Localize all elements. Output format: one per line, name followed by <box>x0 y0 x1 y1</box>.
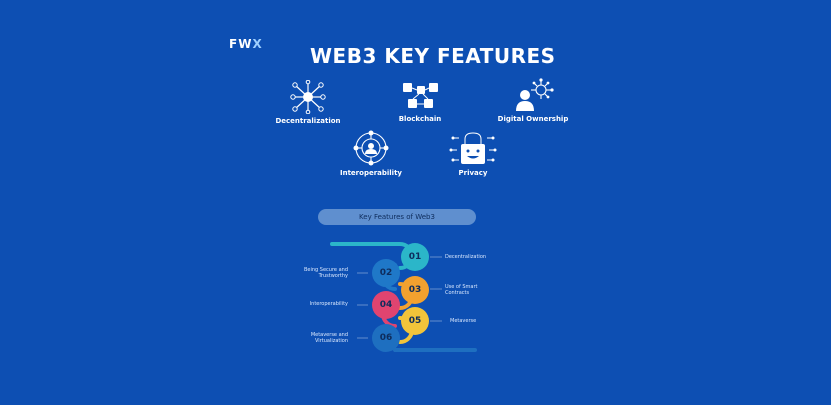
feature-label: Interoperability <box>340 169 402 177</box>
fwx-logo: FWX <box>229 37 263 51</box>
step-04-label: Interoperability <box>309 301 348 307</box>
digital-ownership-user-icon <box>516 78 554 111</box>
step-02-label: Being Secure and Trustworthy <box>303 267 348 279</box>
privacy-lock-icon <box>449 132 497 164</box>
feature-digital-ownership: Digital Ownership <box>473 78 593 123</box>
logo-text-a: FW <box>229 37 253 51</box>
key-features-pill: Key Features of Web3 <box>318 209 476 225</box>
feature-interoperability: Interoperability <box>311 130 431 177</box>
feature-label: Privacy <box>458 169 488 177</box>
blockchain-cubes-icon <box>403 83 438 108</box>
feature-blockchain: Blockchain <box>360 80 480 123</box>
feature-label: Digital Ownership <box>497 115 569 123</box>
step-05-circle: 05 <box>401 307 429 335</box>
step-03-circle: 03 <box>401 276 429 304</box>
step-03-label: Use of Smart Contracts <box>445 284 478 296</box>
step-06-circle: 06 <box>372 324 400 352</box>
step-06-label: Metaverse and Virtualization <box>310 332 348 344</box>
step-05-label: Metaverse <box>450 318 477 324</box>
feature-label: Decentralization <box>275 117 341 125</box>
decentralization-network-icon <box>290 80 326 114</box>
page-title: WEB3 KEY FEATURES <box>310 44 556 68</box>
feature-label: Blockchain <box>398 115 442 123</box>
step-02-circle: 02 <box>372 259 400 287</box>
interoperability-globe-icon <box>353 130 389 166</box>
step-01-label: Decentralization <box>445 254 487 260</box>
step-01-circle: 01 <box>401 243 429 271</box>
feature-privacy: Privacy <box>413 130 533 177</box>
arc-01 <box>330 242 414 270</box>
step-04-circle: 04 <box>372 291 400 319</box>
feature-decentralization: Decentralization <box>248 80 368 125</box>
logo-text-b: X <box>252 37 263 51</box>
